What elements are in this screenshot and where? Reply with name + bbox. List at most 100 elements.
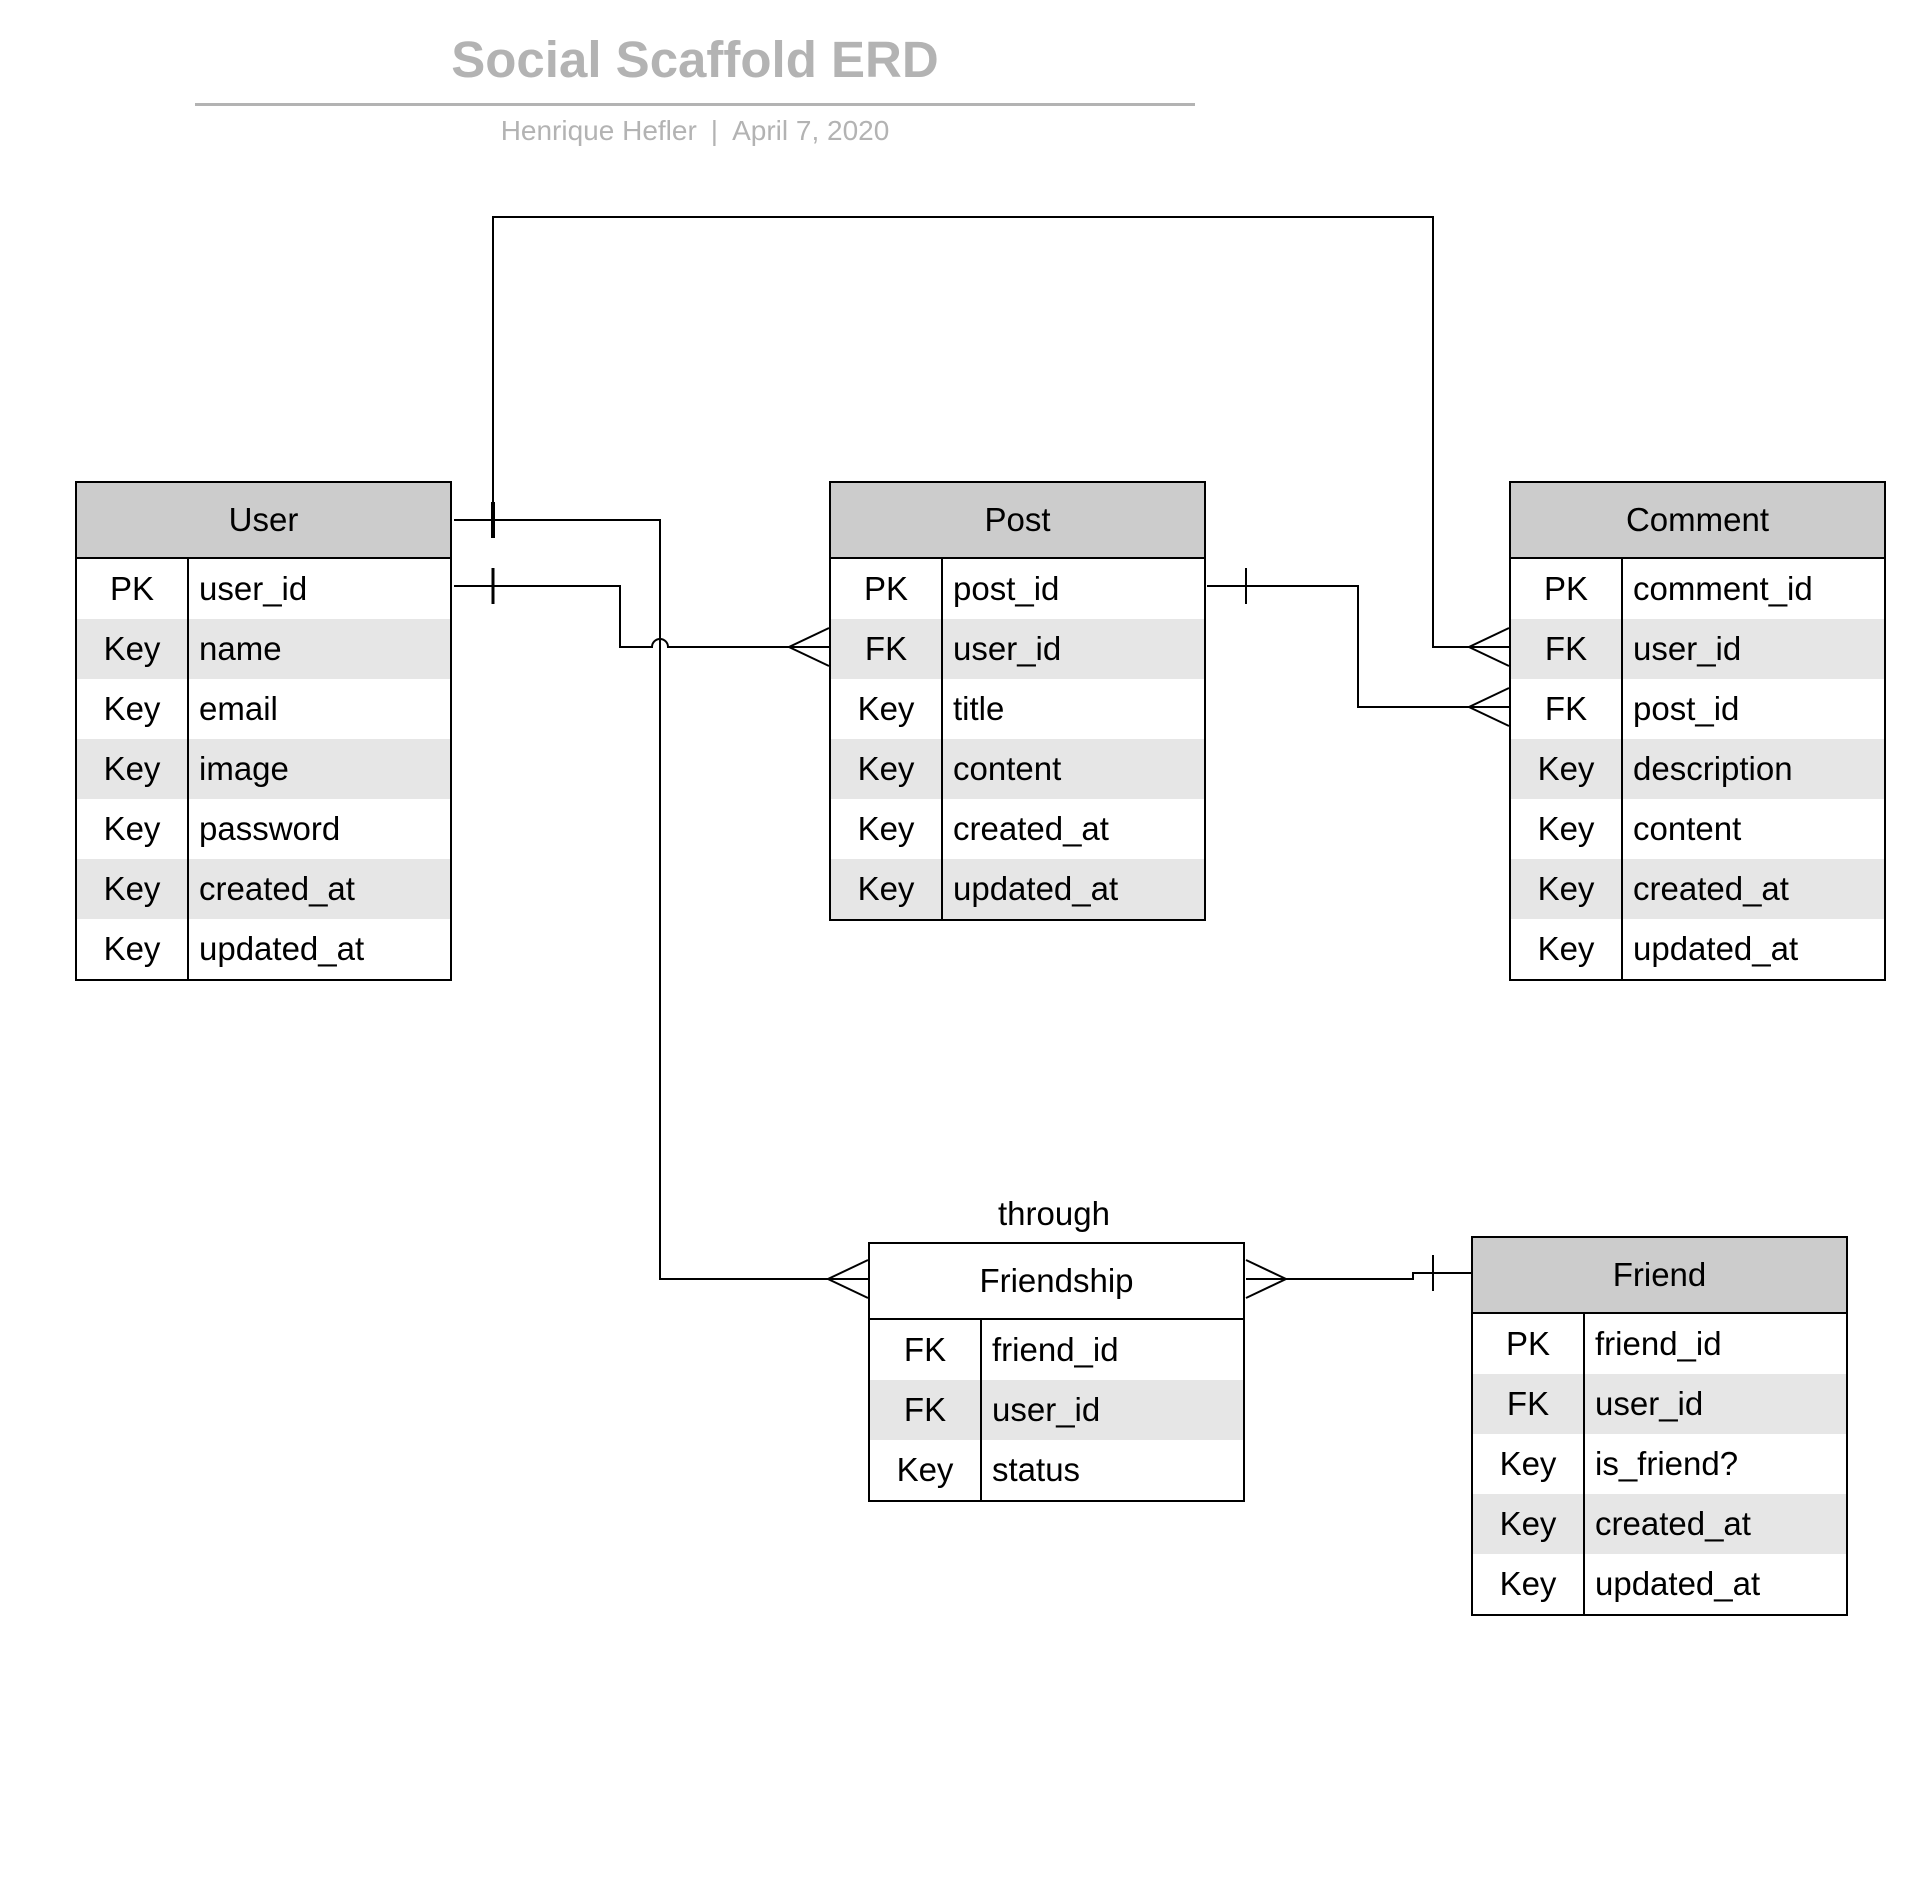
field-name: updated_at <box>953 870 1119 907</box>
field-name: created_at <box>1633 870 1789 907</box>
key-type: Key <box>1511 859 1623 919</box>
field-name: content <box>1633 810 1742 847</box>
entity-row: FK user_id <box>1473 1374 1846 1434</box>
diagram-date: April 7, 2020 <box>732 115 890 146</box>
key-type: FK <box>870 1320 982 1380</box>
entity-row: FK user_id <box>831 619 1204 679</box>
field-name: status <box>992 1451 1081 1488</box>
entity-row: Key image <box>77 739 450 799</box>
connector-friend-friendship[interactable] <box>1245 1255 1471 1299</box>
entity-header: Comment <box>1511 483 1884 559</box>
key-type: Key <box>1511 799 1623 859</box>
connector-post-comment[interactable] <box>1207 568 1510 727</box>
key-type: Key <box>870 1440 982 1500</box>
field-name: email <box>199 690 278 727</box>
entity-row: Key created_at <box>1473 1494 1846 1554</box>
key-type: Key <box>831 679 943 739</box>
field-name: post_id <box>1633 690 1740 727</box>
key-type: PK <box>1511 559 1623 619</box>
key-type: Key <box>831 859 943 919</box>
entity-row: Key password <box>77 799 450 859</box>
entity-row: Key content <box>1511 799 1884 859</box>
field-name: created_at <box>199 870 355 907</box>
crows-foot-many <box>786 627 830 667</box>
field-name: user_id <box>953 630 1062 667</box>
field-name: post_id <box>953 570 1060 607</box>
key-type: FK <box>1473 1374 1585 1434</box>
field-name: user_id <box>1595 1385 1704 1422</box>
field-name: friend_id <box>992 1331 1119 1368</box>
key-type: Key <box>77 799 189 859</box>
entity-row: FK friend_id <box>870 1320 1243 1380</box>
diagram-subtitle: Henrique Hefler | April 7, 2020 <box>195 115 1195 147</box>
field-name: created_at <box>1595 1505 1751 1542</box>
entity-row: Key is_friend? <box>1473 1434 1846 1494</box>
entity-header: Friendship <box>870 1244 1243 1320</box>
field-name: updated_at <box>1633 930 1799 967</box>
field-name: user_id <box>992 1391 1101 1428</box>
field-name: title <box>953 690 1005 727</box>
key-type: Key <box>77 919 189 979</box>
crows-foot-many <box>1466 627 1510 667</box>
crows-foot-many <box>825 1259 869 1299</box>
author-name: Henrique Hefler <box>500 115 697 146</box>
entity-row: Key created_at <box>1511 859 1884 919</box>
field-name: comment_id <box>1633 570 1813 607</box>
through-label: through <box>998 1195 1110 1232</box>
entity-header: User <box>77 483 450 559</box>
key-type: PK <box>831 559 943 619</box>
field-name: user_id <box>199 570 308 607</box>
subtitle-separator: | <box>710 115 719 146</box>
entity-row: Key email <box>77 679 450 739</box>
key-type: Key <box>77 859 189 919</box>
key-type: Key <box>77 619 189 679</box>
key-type: Key <box>1511 919 1623 979</box>
key-type: Key <box>831 739 943 799</box>
field-name: created_at <box>953 810 1109 847</box>
entity-header: Post <box>831 483 1204 559</box>
entity-row: Key updated_at <box>831 859 1204 919</box>
entity-row: Key created_at <box>77 859 450 919</box>
crows-foot-many <box>1245 1259 1289 1299</box>
diagram-title: Social Scaffold ERD <box>451 31 939 88</box>
entity-row: FK user_id <box>870 1380 1243 1440</box>
key-type: Key <box>1473 1434 1585 1494</box>
field-name: friend_id <box>1595 1325 1722 1362</box>
entity-row: Key updated_at <box>1511 919 1884 979</box>
connector-user-friendship[interactable] <box>454 519 869 1299</box>
entity-row: PK user_id <box>77 559 450 619</box>
field-name: is_friend? <box>1595 1445 1739 1482</box>
key-type: FK <box>1511 679 1623 739</box>
key-type: Key <box>1473 1494 1585 1554</box>
key-type: FK <box>831 619 943 679</box>
key-type: Key <box>77 739 189 799</box>
key-type: FK <box>870 1380 982 1440</box>
field-name: updated_at <box>1595 1565 1761 1602</box>
key-type: FK <box>1511 619 1623 679</box>
key-type: Key <box>77 679 189 739</box>
entity-row: PK post_id <box>831 559 1204 619</box>
entity-row: Key content <box>831 739 1204 799</box>
entity-row: PK comment_id <box>1511 559 1884 619</box>
field-name: content <box>953 750 1062 787</box>
entity-row: Key status <box>870 1440 1243 1500</box>
entity-row: Key created_at <box>831 799 1204 859</box>
field-name: name <box>199 630 282 667</box>
crows-foot-many <box>1466 687 1510 727</box>
key-type: PK <box>77 559 189 619</box>
connector-user-post[interactable] <box>454 568 830 667</box>
key-type: Key <box>831 799 943 859</box>
field-name: image <box>199 750 289 787</box>
field-name: password <box>199 810 341 847</box>
